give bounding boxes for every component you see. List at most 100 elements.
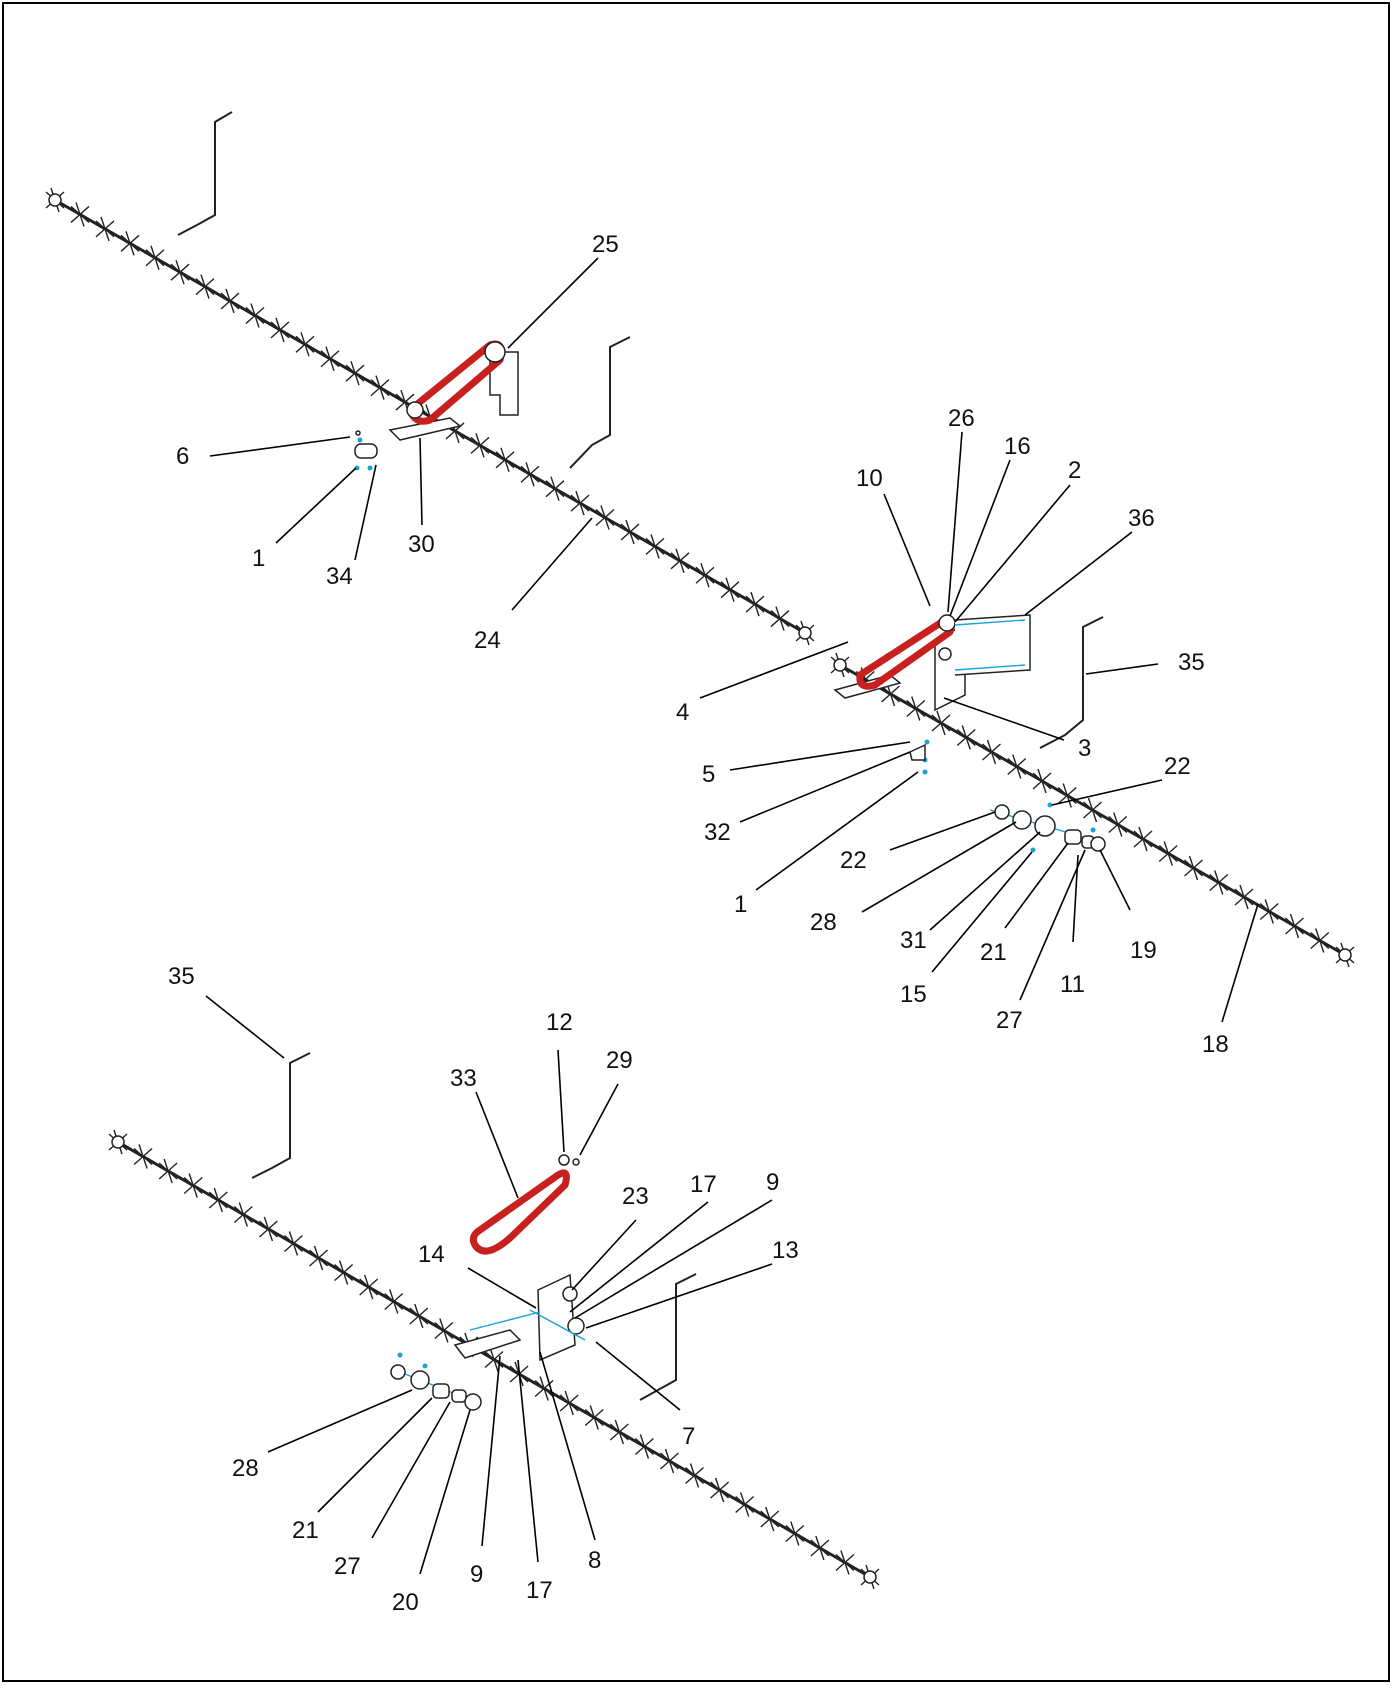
- callout-4: 4: [676, 641, 849, 726]
- rotor-tine: [584, 1405, 604, 1430]
- rotor-tine: [1032, 768, 1052, 794]
- callout-17-bottom: 17: [517, 1359, 553, 1604]
- rotor-tine: [595, 505, 615, 530]
- right-tensioner-parts: [909, 739, 930, 775]
- rotor-tine: [1007, 754, 1027, 779]
- callout-33-label: 33: [450, 1065, 477, 1092]
- rotor-tine: [770, 606, 790, 631]
- rotor-tine: [345, 360, 365, 386]
- callout-29: 29: [579, 1047, 633, 1156]
- callout-31: 31: [900, 831, 1041, 954]
- callout-15-label: 15: [900, 981, 927, 1008]
- rotor-tine: [295, 332, 315, 357]
- callout-6-label: 6: [176, 443, 189, 470]
- rotor-tine: [931, 710, 951, 736]
- loose-chain: [469, 1169, 570, 1255]
- callout-1-right: 1: [734, 771, 919, 918]
- callout-34-label: 34: [326, 563, 353, 590]
- callout-7: 7: [595, 1341, 695, 1450]
- callout-1-label: 1: [252, 545, 265, 572]
- callout-14: 14: [418, 1241, 537, 1309]
- rotor-tine: [334, 1260, 354, 1285]
- callout-18-label: 18: [1202, 1031, 1229, 1058]
- callout-29-label: 29: [606, 1047, 633, 1074]
- right-bearing-assembly: [989, 802, 1106, 853]
- rotor-tine: [1108, 812, 1128, 837]
- callout-27-left: 27: [334, 1401, 451, 1580]
- shaft-end-bearing: [48, 193, 62, 207]
- callout-22-top: 22: [1051, 753, 1191, 806]
- rotor-tine: [270, 317, 290, 343]
- rotor-tine: [220, 288, 240, 314]
- rotor-tine: [634, 1434, 654, 1459]
- rotor-tine: [145, 245, 165, 270]
- lower-left-rod: [251, 1052, 311, 1179]
- callout-22-left: 22: [840, 811, 996, 874]
- upper-sprocket-large: [484, 341, 506, 363]
- rotor-tine: [570, 490, 590, 516]
- callout-30-label: 30: [408, 531, 435, 558]
- rotor-tine: [1310, 928, 1330, 953]
- callout-23: 23: [571, 1183, 649, 1291]
- rotor-tine: [735, 1492, 755, 1517]
- callout-3: 3: [943, 697, 1091, 762]
- callout-26-label: 26: [948, 405, 975, 432]
- callout-8: 8: [539, 1351, 601, 1574]
- rotor-tine: [208, 1187, 228, 1213]
- callout-24: 24: [474, 517, 593, 654]
- callout-25-label: 25: [592, 231, 619, 258]
- lower-drive-plate: [453, 1273, 576, 1362]
- callout-1: 1: [252, 467, 357, 572]
- upper-middle-rod: [569, 336, 631, 469]
- upper-rotor-shaft: [45, 187, 815, 646]
- chain-clip-part: [572, 1158, 580, 1166]
- rotor-tine: [685, 1463, 704, 1488]
- rotor-tine: [320, 346, 340, 371]
- callout-24-label: 24: [474, 627, 501, 654]
- callout-17-top: 17: [569, 1171, 717, 1313]
- rotor-tine: [1209, 870, 1229, 895]
- rotor-tine: [745, 591, 765, 617]
- callout-28-right-label: 28: [810, 909, 837, 936]
- rotor-tine: [170, 259, 190, 285]
- lower-idler: [562, 1286, 578, 1302]
- rotor-tine: [245, 303, 265, 328]
- upper-bearing-parts: [354, 430, 378, 471]
- rotor-tine: [1234, 884, 1254, 910]
- rotor-tine: [1259, 899, 1279, 924]
- rotor-tine: [434, 1318, 454, 1343]
- rotor-tine: [384, 1289, 404, 1314]
- rotor-tine: [1184, 855, 1203, 881]
- callout-27-right: 27: [996, 849, 1086, 1034]
- rotor-tine: [470, 433, 490, 458]
- rotor-tine: [956, 725, 976, 750]
- callout-14-label: 14: [418, 1241, 445, 1268]
- callout-28-right: 28: [810, 821, 1017, 936]
- callout-10: 10: [856, 465, 931, 607]
- rotor-tine: [95, 216, 115, 242]
- shaft-end-bearing: [863, 1570, 877, 1584]
- shaft-end-bearing: [833, 658, 847, 672]
- rotor-tine: [158, 1158, 178, 1184]
- callout-27-right-label: 27: [996, 1007, 1023, 1034]
- callout-35-left-label: 35: [168, 963, 195, 990]
- right-rod: [1039, 616, 1104, 749]
- callout-21-left-label: 21: [292, 1517, 319, 1544]
- right-sprocket: [938, 614, 956, 632]
- callout-35-right: 35: [1085, 649, 1205, 676]
- rotor-tine: [359, 1274, 379, 1300]
- rotor-tine: [906, 696, 926, 721]
- callout-28-left: 28: [232, 1389, 413, 1482]
- callout-7-label: 7: [682, 1423, 695, 1450]
- callout-31-label: 31: [900, 927, 927, 954]
- callout-20-label: 20: [392, 1589, 419, 1616]
- rotor-tine: [258, 1216, 278, 1242]
- shaft-end-bearing: [798, 626, 812, 640]
- callout-30: 30: [408, 437, 435, 558]
- callout-20: 20: [392, 1409, 471, 1616]
- callout-6: 6: [176, 436, 351, 470]
- rotor-tine: [284, 1231, 303, 1256]
